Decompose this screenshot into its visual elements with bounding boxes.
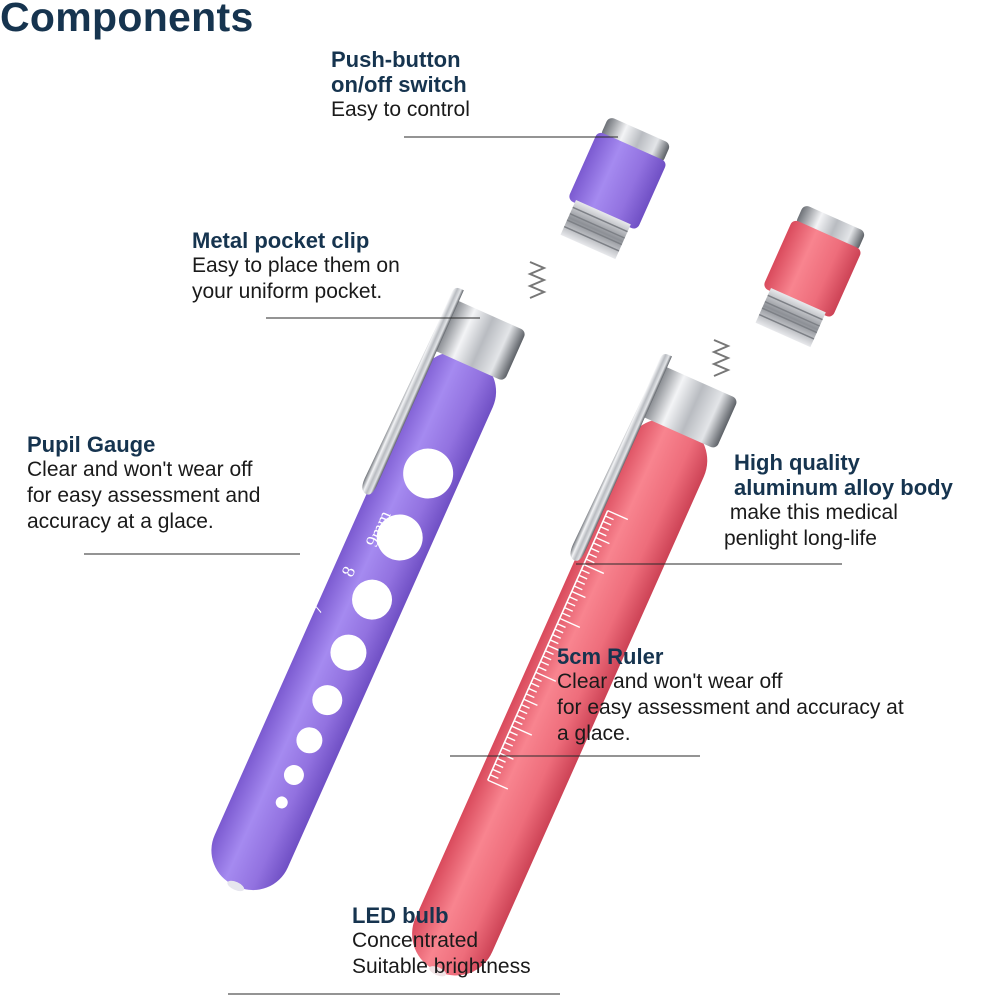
ruler-tick [566, 601, 576, 607]
ruler-tick [545, 650, 554, 656]
ruler-heading: 5cm Ruler [557, 644, 664, 669]
body-desc-line-1: make this medical [724, 501, 898, 524]
ruler-tick [489, 774, 499, 779]
pink-cap [755, 206, 865, 348]
purple-spring [527, 261, 547, 299]
ruler-tick [535, 671, 557, 682]
ruler-tick [552, 633, 562, 639]
ruler-tick [506, 736, 516, 742]
leader-lines [84, 136, 842, 995]
ruler-tick [533, 677, 542, 682]
pink-penlight [412, 354, 737, 977]
body-heading-line-1: High quality [734, 450, 860, 475]
ruler-tick [494, 763, 504, 769]
purple-penlight [211, 287, 525, 892]
label-pupil-gauge: Pupil Gauge Clear and won't wear off for… [27, 432, 260, 535]
gauge-heading: Pupil Gauge [27, 432, 156, 457]
body-heading-line-2: aluminum alloy body [734, 475, 953, 500]
body-desc-line-2: penlight long-life [724, 527, 877, 550]
ruler-tick [600, 526, 610, 532]
pupil-gauge-holes [275, 448, 454, 809]
ruler-desc-line-3: a glace. [557, 722, 631, 745]
gauge-desc-line-1: Clear and won't wear off [27, 458, 253, 481]
led-heading: LED bulb [352, 903, 449, 928]
page-title: Components [0, 0, 254, 40]
ruler-tick [487, 779, 509, 790]
clip-heading: Metal pocket clip [192, 228, 370, 253]
ruler-tick [511, 725, 533, 736]
ruler-tick [492, 768, 502, 774]
led-desc-line-1: Concentrated [352, 929, 479, 952]
ruler-tick [585, 558, 595, 564]
ruler-scale [487, 510, 609, 781]
ruler-tick [607, 509, 629, 521]
ruler-tick [593, 542, 602, 548]
ruler-tick [602, 520, 612, 526]
ruler-tick [516, 714, 526, 720]
ruler-number-5: 5 [336, 796, 360, 814]
ruler-tick [590, 547, 600, 553]
gauge-number-3: 3 [207, 727, 229, 743]
gauge-number-5: 5 [247, 675, 269, 691]
clip-desc-line-1: Easy to place them on [192, 254, 400, 277]
ruler-tick [542, 655, 552, 661]
ruler-tick [569, 596, 578, 602]
ruler-tick [518, 709, 528, 715]
ruler-tick [595, 536, 610, 545]
ruler-tick [501, 747, 511, 753]
ruler-tick [605, 515, 614, 521]
led-desc-line-2: Suitable brightness [352, 955, 531, 978]
ruler-desc-line-2: for easy assessment and accuracy at [557, 696, 904, 719]
ruler-tick [528, 687, 538, 693]
ruler-ticks [487, 509, 629, 790]
ruler-tick [573, 585, 583, 591]
label-ruler: 5cm Ruler Clear and won't wear off for e… [557, 644, 904, 747]
ruler-tick [497, 757, 506, 763]
gauge-desc-line-3: accuracy at a glace. [27, 510, 214, 533]
ruler-tick [557, 623, 566, 629]
ruler-tick [561, 612, 571, 618]
ruler-tick [530, 682, 540, 688]
ruler-tick [525, 693, 535, 699]
ruler-desc-line-1: Clear and won't wear off [557, 670, 783, 693]
ruler-tick [537, 666, 547, 672]
ruler-tick [576, 580, 586, 585]
ruler-tick [523, 698, 538, 706]
pink-spring [711, 339, 731, 377]
ruler-tick [578, 574, 588, 580]
ruler-tick [504, 741, 514, 747]
label-led: LED bulb Concentrated Suitable brightnes… [352, 903, 531, 980]
ruler-tick [554, 628, 564, 634]
gauge-number-6: 6 [273, 643, 295, 659]
label-clip: Metal pocket clip Easy to place them on … [192, 228, 400, 305]
ruler-tick [521, 703, 530, 709]
switch-desc-line-1: Easy to control [331, 98, 470, 121]
purple-cap [560, 118, 670, 260]
gauge-number-4: 4 [223, 703, 245, 719]
ruler-tick [549, 639, 559, 645]
ruler-tick [581, 569, 590, 575]
ruler-tick [583, 563, 605, 575]
gauge-number-2: 2 [193, 740, 215, 756]
ruler-number-0: 0 [536, 536, 560, 554]
ruler-tick [509, 730, 518, 736]
label-body: High quality aluminum alloy body make th… [724, 450, 953, 552]
label-switch: Push-button on/off switch Easy to contro… [331, 47, 470, 123]
switch-heading-line-2: on/off switch [331, 72, 467, 97]
clip-desc-line-2: your uniform pocket. [192, 280, 383, 303]
ruler-tick [588, 553, 598, 559]
ruler-tick [597, 531, 607, 537]
switch-heading-line-1: Push-button [331, 47, 461, 72]
ruler-tick [559, 617, 581, 628]
ruler-tick [571, 590, 586, 599]
gauge-desc-line-2: for easy assessment and [27, 484, 261, 507]
ruler-tick [513, 720, 523, 726]
ruler-tick [564, 606, 574, 612]
ruler-tick [547, 644, 562, 653]
ruler-tick [540, 660, 550, 666]
